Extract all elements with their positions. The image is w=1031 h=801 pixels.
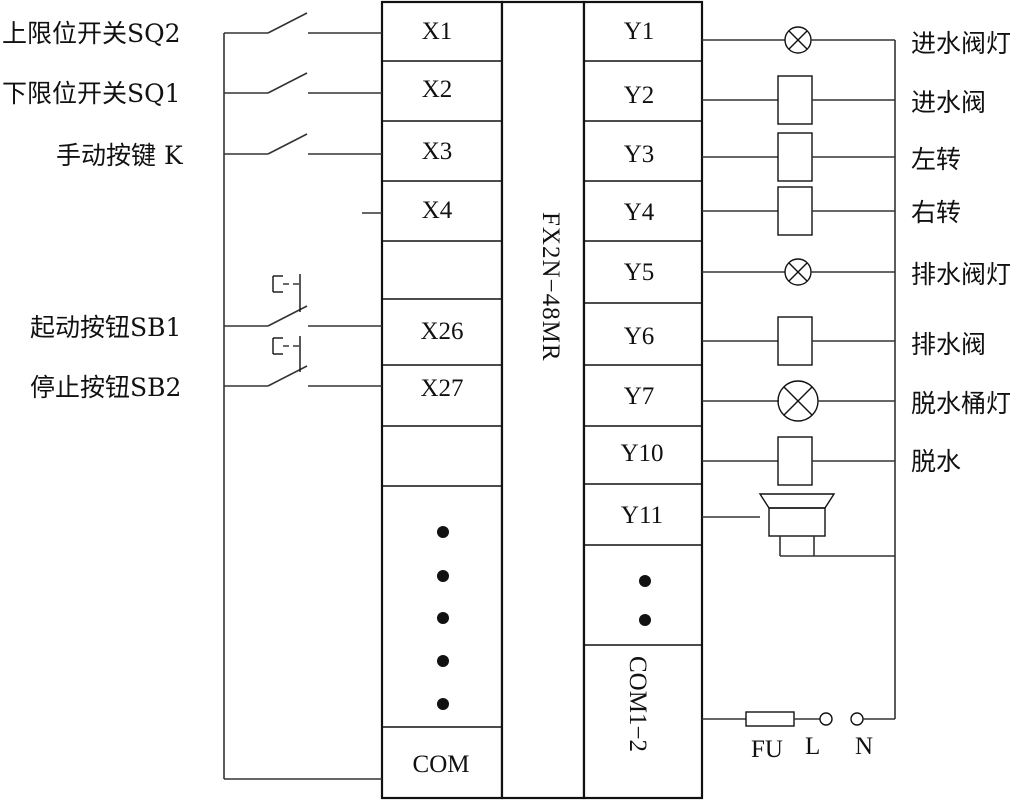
label-spin-tub-lamp: 脱水桶灯: [911, 389, 1011, 418]
coil-icon-y3: [777, 132, 813, 182]
label-inlet-valve-lamp: 进水阀灯: [911, 29, 1011, 58]
plc-model-label: FX2N−48MR: [537, 212, 564, 362]
label-drain-valve: 排水阀: [911, 330, 986, 359]
lamp-icon-y5: [784, 258, 812, 286]
y-terminal-y5: Y5: [624, 259, 655, 286]
x-terminal-x26: X26: [420, 318, 463, 345]
y-com-terminal: COM1−2: [624, 656, 651, 752]
label-neutral-n: N: [855, 733, 873, 760]
fuse-icon: [745, 711, 795, 727]
input-wiring: 上限位开关SQ2 下限位开关SQ1 手动按键 K 起动按钮SB1 停止按钮SB2: [2, 12, 382, 780]
y-terminal-y4: Y4: [624, 199, 655, 226]
sb2-pushbutton-actuator: [272, 336, 301, 372]
x-column-dividers: [382, 60, 502, 728]
x-terminal-x4: X4: [422, 197, 453, 224]
output-wiring: 进水阀灯 进水阀 左转 右转 排水阀灯 排水阀 脱水桶灯 脱水 FU L N: [702, 26, 1011, 763]
x-terminal-x3: X3: [422, 138, 453, 165]
coil-icon-y10: [777, 436, 813, 486]
x-continuation-dots: [437, 526, 449, 710]
y-continuation-dots: [639, 575, 651, 626]
x-com-terminal: COM: [413, 751, 470, 778]
label-upper-limit-switch-sq2: 上限位开关SQ2: [2, 19, 181, 48]
y-terminal-y10: Y10: [620, 440, 663, 467]
y-terminal-y2: Y2: [624, 82, 655, 109]
plc-model-column: [500, 0, 586, 800]
y-terminal-column: [582, 0, 704, 800]
terminal-l-icon: [819, 712, 833, 726]
coil-icon-y4: [777, 186, 813, 236]
label-fuse: FU: [751, 736, 783, 763]
coil-icon-y2: [777, 75, 813, 125]
plc-body: X1 X2 X3 X4 X26 X27 COM FX2N−48MR Y1 Y2 …: [380, 0, 704, 800]
y-terminal-y1: Y1: [624, 18, 655, 45]
terminal-n-icon: [850, 712, 864, 726]
label-lower-limit-switch-sq1: 下限位开关SQ1: [2, 79, 181, 108]
coil-icon-y6: [777, 316, 813, 366]
label-line-l: L: [805, 733, 820, 760]
lamp-icon-y1: [784, 26, 812, 54]
lamp-icon-y7: [777, 380, 819, 422]
buzzer-icon-y11: [758, 493, 836, 537]
y-terminal-y11: Y11: [621, 502, 663, 529]
sb1-pushbutton-actuator: [272, 274, 301, 312]
label-right-turn: 右转: [911, 198, 961, 227]
y-column-dividers: [584, 60, 702, 646]
y-terminal-y6: Y6: [624, 323, 655, 350]
y-terminal-y3: Y3: [624, 141, 655, 168]
label-manual-key-k: 手动按键 K: [56, 141, 184, 170]
x-terminal-x1: X1: [422, 18, 453, 45]
label-spin-dry: 脱水: [911, 447, 961, 476]
label-inlet-valve: 进水阀: [911, 88, 986, 117]
label-left-turn: 左转: [911, 145, 961, 174]
label-stop-button-sb2: 停止按钮SB2: [30, 373, 181, 402]
x-terminal-x2: X2: [422, 76, 453, 103]
x-terminal-x27: X27: [420, 375, 463, 402]
y-terminal-y7: Y7: [624, 383, 655, 410]
label-start-button-sb1: 起动按钮SB1: [30, 313, 181, 342]
label-drain-valve-lamp: 排水阀灯: [911, 260, 1011, 289]
